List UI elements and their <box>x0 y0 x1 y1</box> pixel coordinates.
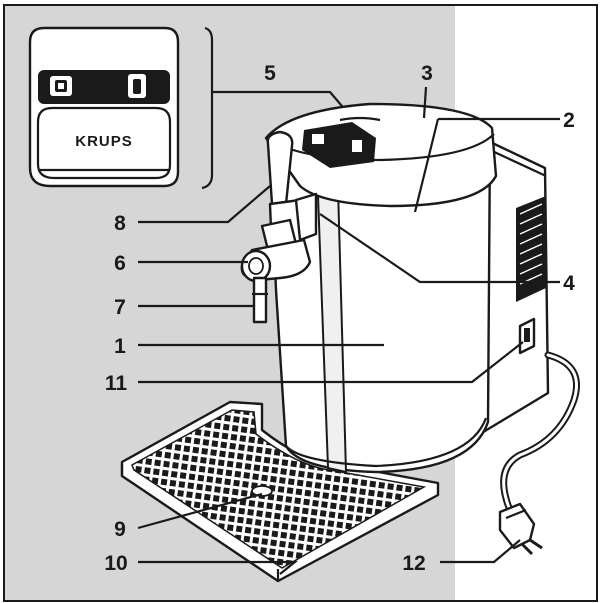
display-icon-right <box>352 140 362 152</box>
leader-2 <box>413 118 440 213</box>
leader-12 <box>440 539 521 564</box>
leader-3 <box>422 86 428 119</box>
callout-6: 6 <box>114 252 126 275</box>
leader-10 <box>138 560 299 575</box>
tap-handle <box>266 130 294 206</box>
drip-tray-grille <box>131 409 427 569</box>
callout-3: 3 <box>421 62 433 85</box>
callout-7: 7 <box>114 296 126 319</box>
leader-8 <box>138 185 271 224</box>
control-panel-inset: KRUPS <box>28 26 180 188</box>
callout-11: 11 <box>105 372 128 395</box>
callout-5: 5 <box>264 62 276 85</box>
leader-5 <box>212 90 348 113</box>
frame-border <box>3 4 598 602</box>
callout-4: 4 <box>563 272 575 295</box>
callout-9: 9 <box>114 518 126 541</box>
callout-labels: 1 2 3 4 5 6 7 8 9 10 11 12 <box>104 62 575 575</box>
power-plug <box>498 502 543 556</box>
callout-8: 8 <box>114 212 126 235</box>
leader-9 <box>137 492 263 530</box>
power-cord <box>498 351 581 556</box>
callout-1: 1 <box>114 335 126 358</box>
leader-11 <box>138 341 524 384</box>
leader-4 <box>319 213 560 284</box>
control-panel <box>302 122 376 168</box>
inset-bracket <box>201 26 214 190</box>
tap-spout <box>252 276 268 324</box>
leader-lines <box>137 86 560 575</box>
callout-10: 10 <box>104 552 127 575</box>
callout-2: 2 <box>563 109 575 132</box>
callout-12: 12 <box>402 552 425 575</box>
main-body <box>268 136 492 474</box>
drip-tray-drain <box>251 485 273 497</box>
tap-assembly <box>240 130 318 324</box>
display-icon-left <box>312 134 324 144</box>
inset-brand-logo: KRUPS <box>75 133 133 150</box>
